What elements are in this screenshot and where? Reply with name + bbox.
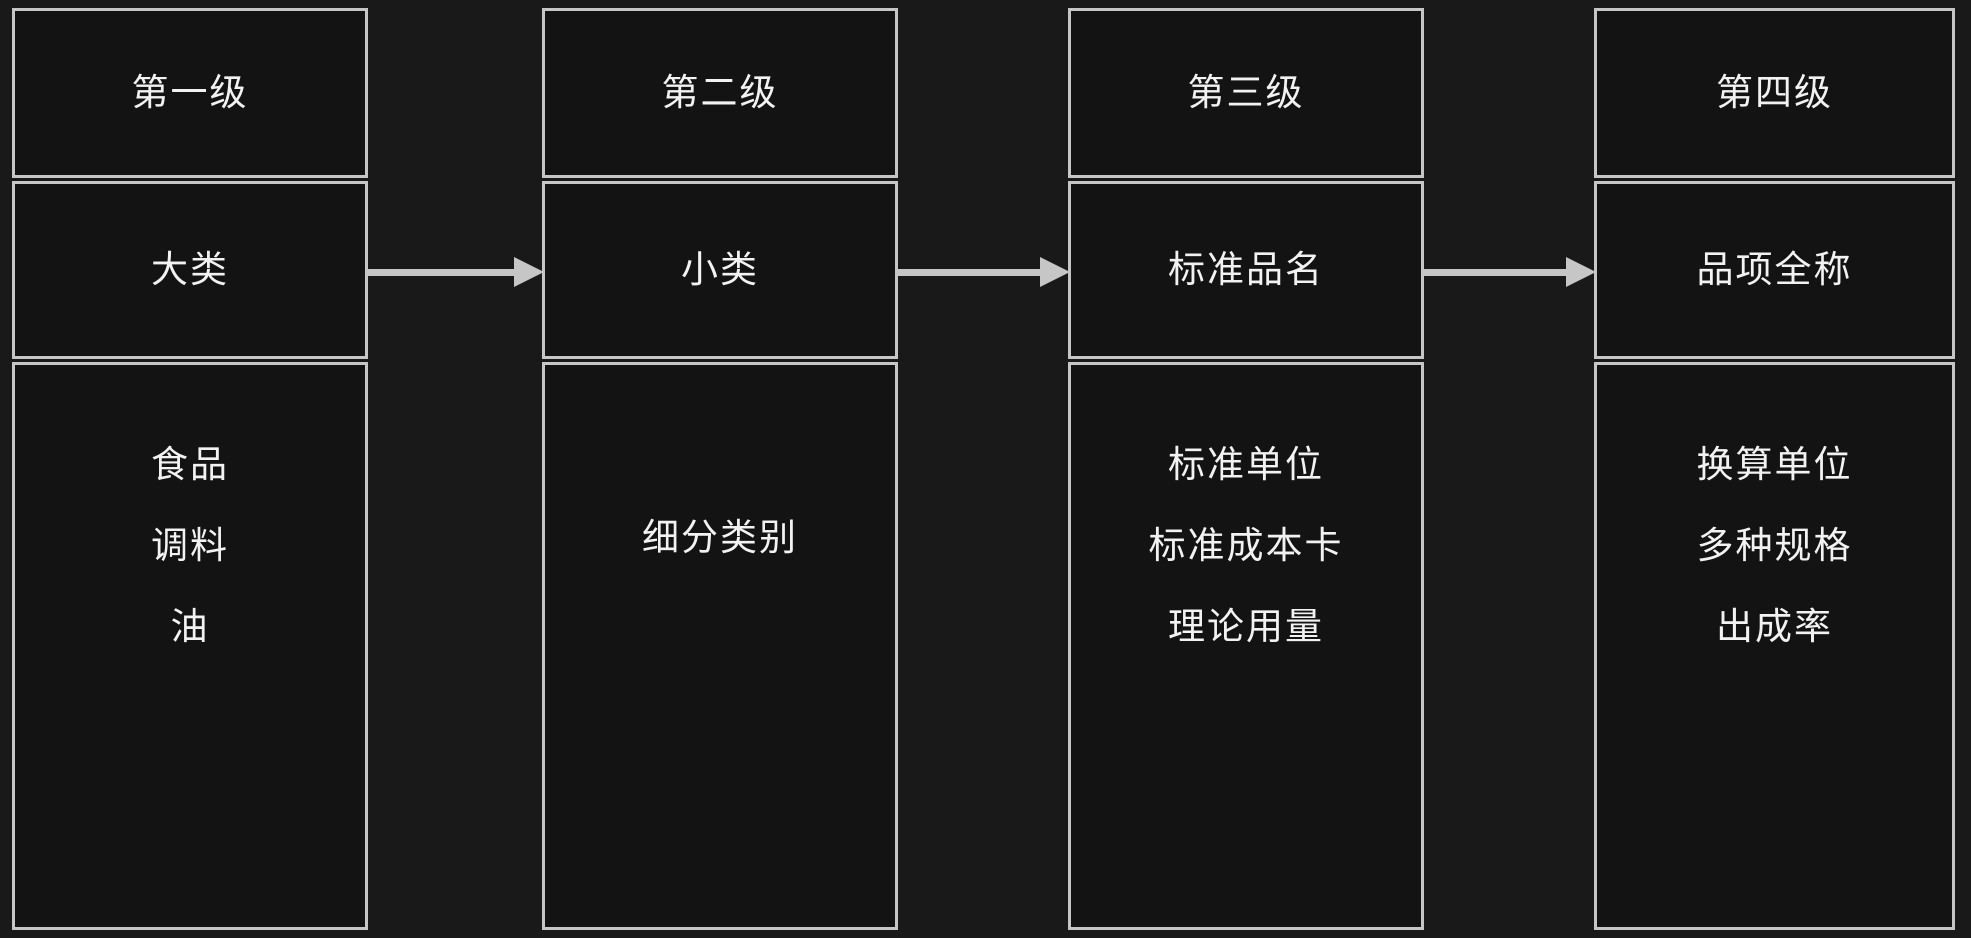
level-2-middle-cell: 小类 bbox=[542, 181, 898, 359]
list-item: 理论用量 bbox=[1168, 605, 1324, 649]
level-2-body-cell: 细分类别 bbox=[542, 362, 898, 930]
level-4-body-list: 换算单位 多种规格 出成率 bbox=[1697, 435, 1853, 657]
arrow-level-2-to-level-3-icon bbox=[898, 252, 1070, 292]
list-item: 标准成本卡 bbox=[1148, 524, 1344, 568]
arrow-shaft bbox=[368, 269, 514, 276]
level-1-middle-label: 大类 bbox=[151, 247, 229, 291]
level-4-header-label: 第四级 bbox=[1716, 70, 1833, 114]
level-1-header-cell: 第一级 bbox=[12, 8, 368, 178]
level-4-middle-cell: 品项全称 bbox=[1594, 181, 1955, 359]
column-level-3: 第三级 标准品名 标准单位 标准成本卡 理论用量 bbox=[1068, 8, 1424, 930]
arrow-head bbox=[514, 257, 544, 287]
column-level-2: 第二级 小类 细分类别 bbox=[542, 8, 898, 930]
arrow-level-3-to-level-4-icon bbox=[1424, 252, 1596, 292]
arrow-head bbox=[1040, 257, 1070, 287]
arrow-level-1-to-level-2-icon bbox=[368, 252, 544, 292]
list-item: 多种规格 bbox=[1696, 524, 1853, 568]
arrow-shaft bbox=[898, 269, 1040, 276]
level-2-header-cell: 第二级 bbox=[542, 8, 898, 178]
level-3-header-cell: 第三级 bbox=[1068, 8, 1424, 178]
arrow-shaft bbox=[1424, 269, 1566, 276]
list-item: 标准单位 bbox=[1168, 443, 1324, 486]
column-level-4: 第四级 品项全称 换算单位 多种规格 出成率 bbox=[1594, 8, 1955, 930]
list-item: 细分类别 bbox=[642, 516, 798, 559]
level-1-header-label: 第一级 bbox=[131, 70, 249, 114]
column-level-1: 第一级 大类 食品 调料 油 bbox=[12, 8, 368, 930]
level-4-header-cell: 第四级 bbox=[1594, 8, 1955, 178]
level-1-body-cell: 食品 调料 油 bbox=[12, 362, 368, 930]
level-3-body-list: 标准单位 标准成本卡 理论用量 bbox=[1149, 435, 1344, 657]
level-2-header-label: 第二级 bbox=[661, 70, 779, 114]
arrow-head bbox=[1566, 257, 1596, 287]
level-4-middle-label: 品项全称 bbox=[1696, 247, 1853, 291]
level-3-middle-cell: 标准品名 bbox=[1068, 181, 1424, 359]
list-item: 换算单位 bbox=[1696, 443, 1853, 486]
level-2-body-list: 细分类别 bbox=[642, 508, 798, 567]
list-item: 调料 bbox=[151, 524, 229, 568]
level-3-body-cell: 标准单位 标准成本卡 理论用量 bbox=[1068, 362, 1424, 930]
level-4-body-cell: 换算单位 多种规格 出成率 bbox=[1594, 362, 1955, 930]
list-item: 食品 bbox=[151, 443, 229, 486]
level-3-header-label: 第三级 bbox=[1187, 70, 1305, 114]
list-item: 油 bbox=[170, 605, 210, 649]
level-2-middle-label: 小类 bbox=[681, 247, 759, 291]
level-3-middle-label: 标准品名 bbox=[1168, 247, 1324, 291]
list-item: 出成率 bbox=[1716, 605, 1833, 649]
level-1-middle-cell: 大类 bbox=[12, 181, 368, 359]
level-1-body-list: 食品 调料 油 bbox=[151, 435, 229, 657]
